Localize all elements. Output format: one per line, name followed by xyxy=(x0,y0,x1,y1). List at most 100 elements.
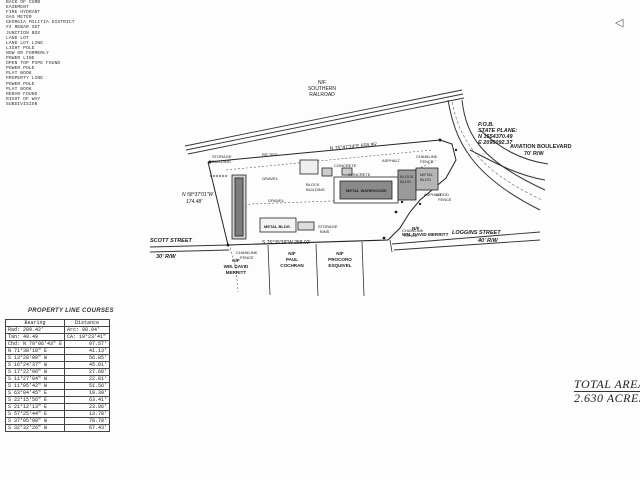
svg-text:BLDG: BLDG xyxy=(420,177,431,182)
property-line-courses-title: PROPERTY LINE COURSES xyxy=(28,308,114,314)
scott-street-label: SCOTT STREET 30' R/W xyxy=(150,238,193,260)
utility-marks xyxy=(208,138,458,247)
curve-row: Tan: 49.49 CA: 19°23'41" xyxy=(4,333,111,341)
svg-text:PROCORO: PROCORO xyxy=(328,257,352,262)
railroad-label: N/F SOUTHERN RAILROAD xyxy=(308,80,336,98)
owner-paul-cochran: N/F PAUL COCHRAN xyxy=(280,251,304,268)
course-bearing: S 21°12'13" E xyxy=(4,403,66,411)
curve-row: Chd: N 79°06'43" E 97.57' xyxy=(4,340,111,348)
svg-text:SOUTHERN: SOUTHERN xyxy=(308,86,336,92)
legend-item: SUBDIVISION xyxy=(6,101,38,107)
legend-item: POWER POLE xyxy=(6,66,35,72)
svg-text:CONCRETE: CONCRETE xyxy=(348,172,371,177)
svg-text:LOGGINS STREET: LOGGINS STREET xyxy=(452,230,501,236)
aviation-dashes xyxy=(451,101,543,201)
course-bearing: S 11°05'42" W xyxy=(4,382,66,390)
svg-text:BLOCK: BLOCK xyxy=(400,174,414,179)
pob-label: P.O.B. STATE PLANE: N 1554370.49 E 20950… xyxy=(478,122,517,146)
course-bearing: S 11°27'04" W xyxy=(4,375,66,383)
svg-text:FENCE: FENCE xyxy=(420,159,434,164)
legend-item: NOW OR FORMERLY xyxy=(6,50,49,56)
svg-text:CONCRETE: CONCRETE xyxy=(334,163,357,168)
svg-text:MERRITT: MERRITT xyxy=(428,232,449,237)
aviation-boulevard-label: AVIATION BOULEVARD 70' R/W xyxy=(510,144,571,157)
svg-text:CHAINLINK: CHAINLINK xyxy=(416,154,438,159)
course-distance: 27.60' xyxy=(64,368,111,376)
svg-text:BLDG: BLDG xyxy=(400,179,411,184)
scott-street-road xyxy=(149,244,230,253)
svg-text:174.48': 174.48' xyxy=(186,199,203,205)
loggins-street-road xyxy=(391,231,541,251)
svg-text:N 58°37'01"W: N 58°37'01"W xyxy=(182,192,214,198)
curve-ca: CA: 19°23'41" xyxy=(64,333,111,341)
corner-mark-icon: ◁ xyxy=(615,17,624,29)
legend-item: POWER POLE xyxy=(6,81,35,87)
course-bearing: N 71°38'18" E xyxy=(4,347,66,355)
svg-text:CHAINLINK: CHAINLINK xyxy=(402,228,424,233)
svg-text:GRAVEL: GRAVEL xyxy=(268,198,285,203)
course-distance: 22.81' xyxy=(64,375,111,383)
railroad-tracks xyxy=(184,89,465,155)
bearing-left-label: N 58°37'01"W 174.48' xyxy=(182,192,214,205)
svg-text:WM. DAVID: WM. DAVID xyxy=(224,264,249,269)
legend-item: PROPERTY LINE xyxy=(6,76,44,82)
total-area-label: TOTAL AREA xyxy=(574,378,640,392)
fence-lines xyxy=(225,149,437,293)
course-distance: 41.13' xyxy=(64,347,111,355)
legend-item: PLAT BOOK xyxy=(6,71,32,77)
svg-text:RR TIES: RR TIES xyxy=(262,152,278,157)
legend-item: #4 REBAR SET xyxy=(6,25,41,31)
svg-text:PAUL: PAUL xyxy=(286,257,298,262)
svg-text:FENCE: FENCE xyxy=(404,233,418,238)
svg-text:COCHRAN: COCHRAN xyxy=(280,263,304,268)
legend-item: BACK OF CURB xyxy=(6,0,41,5)
course-distance: 67.43' xyxy=(64,424,111,432)
legend-item: REBAR FOUND xyxy=(6,91,38,97)
course-distance: 51.56' xyxy=(64,382,111,390)
loggins-street-label: LOGGINS STREET 40' R/W xyxy=(452,230,501,244)
owner-merritt-right: N/F WM. DAVID MERRITT xyxy=(402,226,449,237)
course-distance: 13.78' xyxy=(64,410,111,418)
adjacent-parcel-lines xyxy=(267,239,393,297)
legend-item: LAND LOT LINE xyxy=(6,40,44,46)
course-distance: 19.39' xyxy=(64,389,111,397)
owner-merritt-bottom: N/F WM. DAVID MERRITT xyxy=(224,258,249,275)
course-distance: 63.41' xyxy=(64,396,111,404)
course-bearing: S 63°04'45" E xyxy=(4,389,66,397)
svg-text:N/F: N/F xyxy=(288,251,296,256)
curve-arc: Arc: 98.04' xyxy=(64,326,111,334)
bearing-top-label: N 75°47'24"E 658.95' xyxy=(330,142,378,152)
curve-tan: Tan: 49.49 xyxy=(4,333,66,341)
total-area-block: TOTAL AREA 2.630 ACRES xyxy=(574,378,640,404)
legend-item: GEORGIA MILITIA DISTRICT xyxy=(6,20,75,26)
course-distance: 45.01' xyxy=(64,361,111,369)
svg-text:ASPHALT: ASPHALT xyxy=(424,192,442,197)
svg-text:BUILDING: BUILDING xyxy=(306,187,325,192)
svg-text:ESQUIVEL: ESQUIVEL xyxy=(328,263,351,268)
svg-text:AVIATION BOULEVARD: AVIATION BOULEVARD xyxy=(510,144,571,150)
aviation-boulevard-road xyxy=(447,99,549,211)
course-bearing: S 32°32'26" W xyxy=(4,424,66,432)
svg-text:N 1554370.49: N 1554370.49 xyxy=(478,134,513,140)
svg-text:70' R/W: 70' R/W xyxy=(524,151,544,157)
svg-text:E 2095092.37: E 2095092.37 xyxy=(478,140,513,146)
legend-item: RIGHT OF WAY xyxy=(6,96,41,102)
svg-text:N/F: N/F xyxy=(412,226,420,231)
svg-text:30' R/W: 30' R/W xyxy=(156,254,176,260)
course-distance: 78.78' xyxy=(64,417,111,425)
svg-text:BINS: BINS xyxy=(320,229,330,234)
svg-text:CHAINLINK: CHAINLINK xyxy=(236,250,258,255)
site-feature-labels: STORAGE BUILDING RR TIES CONCRETE ASPHAL… xyxy=(212,152,452,260)
curve-chord-distance: 97.57' xyxy=(64,340,111,348)
svg-text:RAILROAD: RAILROAD xyxy=(309,92,335,98)
svg-text:MERRITT: MERRITT xyxy=(226,270,247,275)
curve-chord-bearing: Chd: N 79°06'43" E xyxy=(4,340,66,348)
